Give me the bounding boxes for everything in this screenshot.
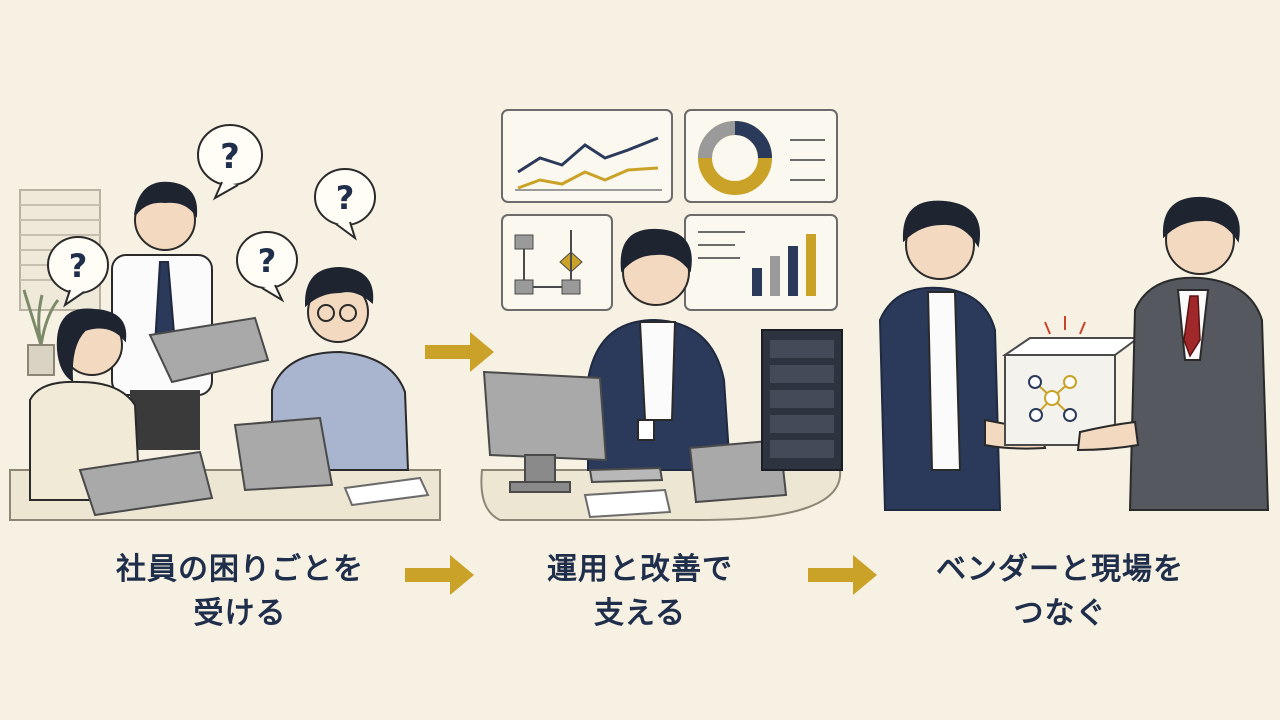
question-mark: ? xyxy=(336,179,355,217)
notebook xyxy=(583,488,672,519)
question-bubble-icon: ? xyxy=(197,124,263,201)
keyboard xyxy=(588,466,664,484)
caption-step-2: 運用と改善で 支える xyxy=(485,548,795,636)
server-rack-icon xyxy=(761,329,843,471)
scene-employee-questions: ? ? ? ? xyxy=(9,124,441,521)
it-staff-handoff xyxy=(878,200,1047,511)
bar-chart-panel xyxy=(684,214,838,311)
caption-step-2-line2: 支える xyxy=(593,596,687,631)
flowchart-panel xyxy=(501,214,613,311)
caption-step-1-line2: 受ける xyxy=(193,596,287,631)
standing-employee xyxy=(111,181,270,450)
question-mark: ? xyxy=(258,242,277,280)
question-bubble-icon: ? xyxy=(47,236,109,308)
caption-step-3: ベンダーと現場を つなぐ xyxy=(895,548,1225,636)
caption-step-3-line1: ベンダーと現場を xyxy=(936,552,1184,587)
document-stack xyxy=(343,476,430,507)
scene-vendor-handoff xyxy=(878,196,1270,511)
question-bubble-icon: ? xyxy=(236,231,298,303)
network-node-icon xyxy=(1028,375,1077,422)
caption-step-1-line1: 社員の困りごとを xyxy=(116,552,364,587)
question-mark: ? xyxy=(220,137,240,177)
caption-step-1: 社員の困りごとを 受ける xyxy=(60,548,420,636)
desktop-monitor xyxy=(482,370,608,493)
question-mark: ? xyxy=(69,247,88,285)
question-bubble-icon: ? xyxy=(314,168,376,241)
line-chart-panel xyxy=(501,109,673,203)
plant-icon xyxy=(22,289,60,376)
donut-chart-panel xyxy=(684,109,838,203)
solution-box xyxy=(1001,316,1142,446)
woman-employee xyxy=(29,308,214,517)
caption-step-2-line1: 運用と改善で xyxy=(547,552,733,587)
caption-step-3-line2: つなぐ xyxy=(1013,596,1107,631)
seated-employee-glasses xyxy=(233,266,410,492)
arrow-right-icon xyxy=(808,555,877,595)
scene-operations xyxy=(480,109,843,521)
vendor-representative xyxy=(1076,196,1270,511)
arrow-right-icon xyxy=(425,332,494,372)
it-staff-member xyxy=(587,228,732,471)
arrow-right-icon xyxy=(405,555,474,595)
